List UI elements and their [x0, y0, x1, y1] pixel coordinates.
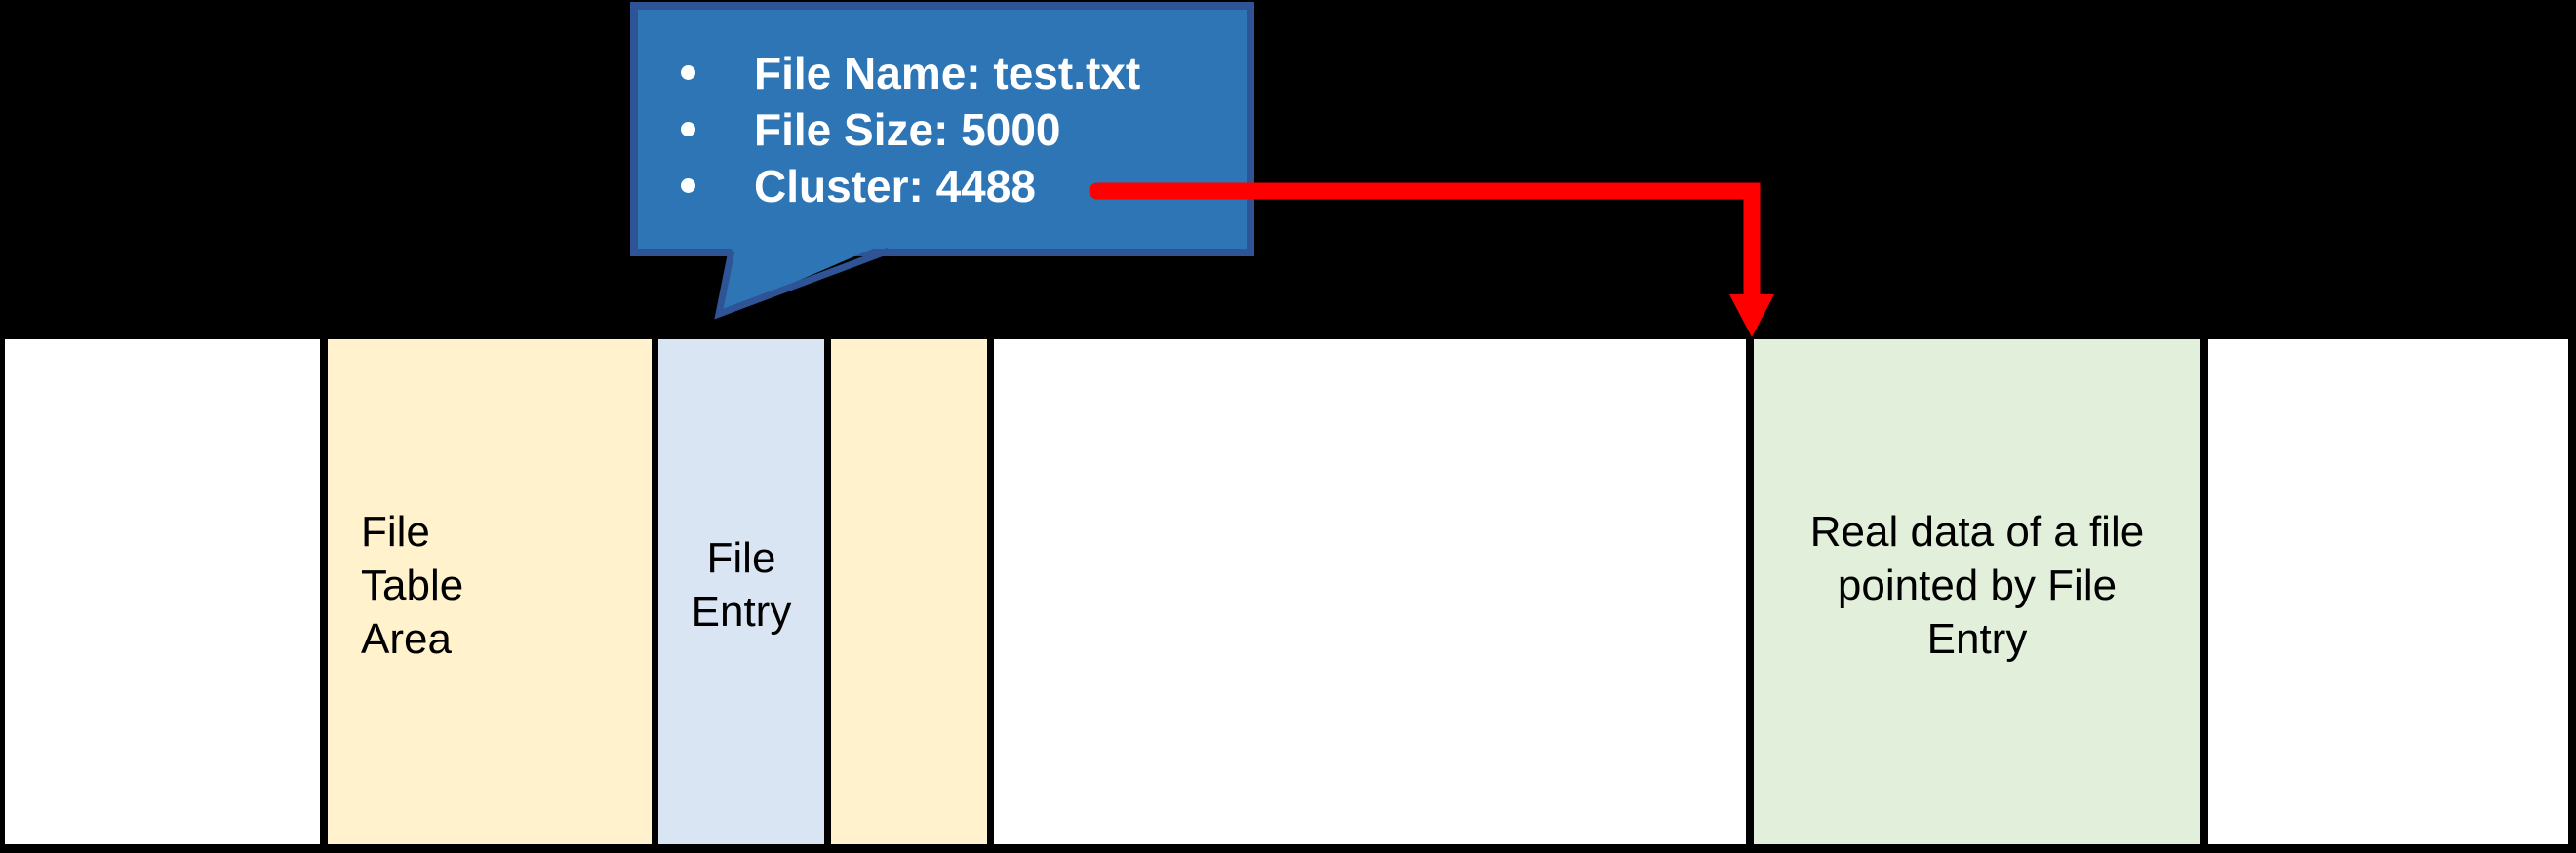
file-table-area-label-line: File	[361, 507, 430, 556]
callout-tail-border	[714, 247, 891, 320]
file-entry-label-line: File	[706, 534, 776, 582]
real-data-label: Real data of a file pointed by File Entr…	[1810, 505, 2144, 679]
callout-bullet-item: File Size: 5000	[638, 101, 1247, 158]
band-cell-real-data: Real data of a file pointed by File Entr…	[1754, 339, 2200, 844]
band-cell-file-entry: File Entry	[658, 339, 824, 844]
band-cell-empty-right	[2208, 339, 2568, 844]
real-data-label-line: Entry	[1926, 614, 2028, 663]
band-cell-empty-middle	[994, 339, 1746, 844]
bullet-icon	[681, 178, 695, 193]
file-table-area-label: File Table Area	[361, 505, 463, 679]
band-cell-file-table-area: File Table Area	[328, 339, 652, 844]
file-entry-callout: File Name: test.txt File Size: 5000 Clus…	[630, 2, 1254, 256]
bullet-icon	[681, 65, 695, 80]
arrowhead-icon	[1729, 294, 1774, 337]
real-data-label-line: Real data of a file	[1809, 507, 2145, 556]
file-entry-label: File Entry	[692, 531, 792, 652]
file-table-area-label-line: Table	[361, 561, 464, 609]
callout-file-name-text: File Name: test.txt	[754, 47, 1141, 98]
callout-bullet-item: File Name: test.txt	[638, 45, 1247, 101]
callout-file-size-text: File Size: 5000	[754, 103, 1061, 155]
file-entry-label-line: Entry	[691, 588, 792, 636]
callout-cluster-text: Cluster: 4488	[754, 160, 1036, 212]
file-table-area-label-line: Area	[361, 614, 452, 663]
band-cell-file-table-area-right	[831, 339, 987, 844]
bullet-icon	[681, 122, 695, 136]
band-cell-empty-left	[5, 339, 320, 844]
real-data-label-line: pointed by File	[1837, 561, 2118, 609]
callout-bullet-item: Cluster: 4488	[638, 158, 1247, 214]
